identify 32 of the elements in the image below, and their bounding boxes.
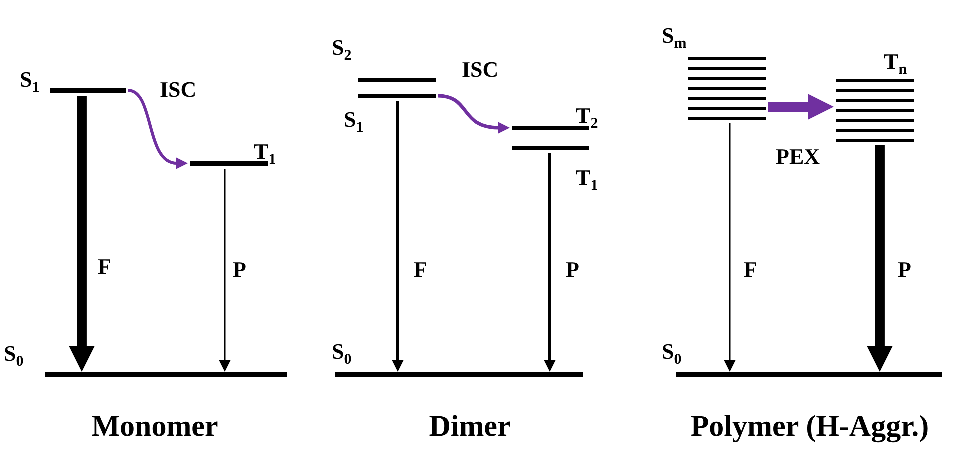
- edge-label: PEX: [776, 145, 820, 169]
- curved-arrow: [128, 89, 188, 170]
- edge-label: F: [744, 258, 758, 282]
- edge-label: F: [98, 255, 112, 279]
- arrow: [867, 145, 893, 372]
- edge-label: F: [414, 258, 428, 282]
- state-label: S$_{0}$: [4, 342, 24, 366]
- curved-arrow: [438, 94, 510, 134]
- arrow: [768, 94, 834, 120]
- state-label: S$_{m}$: [662, 24, 687, 48]
- panel-caption: Polymer (H-Aggr.): [690, 410, 930, 444]
- state-label: T$_{1}$: [254, 140, 276, 164]
- state-label: T$_{n}$: [884, 50, 908, 74]
- edge-label: ISC: [462, 58, 499, 82]
- edge-label: ISC: [160, 78, 197, 102]
- state-label: S$_{0}$: [332, 340, 352, 364]
- arrow: [544, 153, 556, 372]
- arrow: [724, 123, 736, 372]
- state-label: S$_{2}$: [332, 36, 352, 60]
- state-label: S$_{0}$: [662, 340, 682, 364]
- edge-label: P: [898, 258, 912, 282]
- state-label: S$_{1}$: [344, 108, 364, 132]
- arrow: [69, 96, 95, 372]
- arrow: [392, 101, 404, 372]
- edge-label: P: [233, 258, 246, 282]
- state-label: S$_{1}$: [20, 68, 40, 92]
- edge-label: P: [566, 258, 580, 282]
- state-label: T$_{1}$: [576, 166, 598, 190]
- panel-caption: Dimer: [429, 410, 511, 444]
- panel-caption: Monomer: [92, 410, 218, 444]
- arrow: [219, 169, 231, 372]
- state-label: T$_{2}$: [576, 104, 598, 128]
